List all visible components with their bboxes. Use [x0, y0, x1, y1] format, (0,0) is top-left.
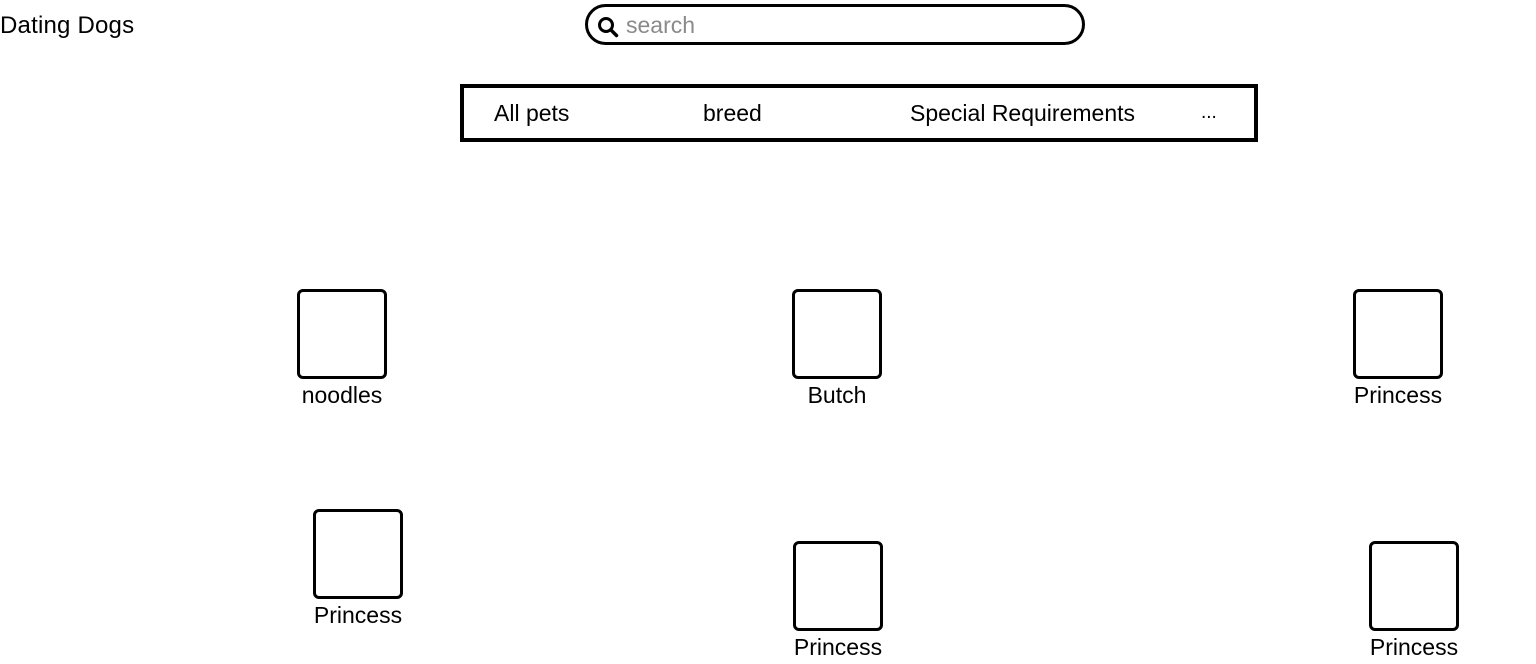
pet-name: noodles	[301, 382, 383, 408]
pet-card[interactable]: Princess	[773, 541, 903, 664]
pet-photo[interactable]	[792, 289, 882, 379]
pet-photo[interactable]	[793, 541, 883, 631]
nav-item-more[interactable]: ...	[1201, 102, 1217, 123]
filter-nav-bar: All pets breed Special Requirements ...	[460, 84, 1258, 142]
pet-name: Butch	[807, 382, 867, 408]
pet-name: Princess	[313, 602, 403, 628]
pet-card[interactable]: Princess	[293, 509, 423, 639]
nav-item-breed[interactable]: breed	[703, 100, 762, 126]
nav-item-special-requirements[interactable]: Special Requirements	[910, 100, 1136, 126]
pet-name: Princess	[1353, 382, 1443, 408]
pet-photo[interactable]	[313, 509, 403, 599]
pet-name: Princess	[1369, 634, 1459, 660]
search-icon[interactable]	[596, 15, 620, 39]
pet-photo[interactable]	[1353, 289, 1443, 379]
pet-card[interactable]: Butch	[772, 289, 902, 419]
search-input[interactable]	[626, 11, 1066, 39]
nav-item-all-pets[interactable]: All pets	[494, 100, 570, 126]
pet-card[interactable]: noodles	[277, 289, 407, 419]
pet-photo[interactable]	[297, 289, 387, 379]
pet-card[interactable]: Princess	[1349, 541, 1479, 664]
pet-card[interactable]: Princess	[1333, 289, 1463, 419]
search-bar[interactable]	[585, 4, 1085, 45]
pet-photo[interactable]	[1369, 541, 1459, 631]
app-title: Dating Dogs	[0, 12, 135, 39]
pet-name: Princess	[793, 634, 883, 660]
